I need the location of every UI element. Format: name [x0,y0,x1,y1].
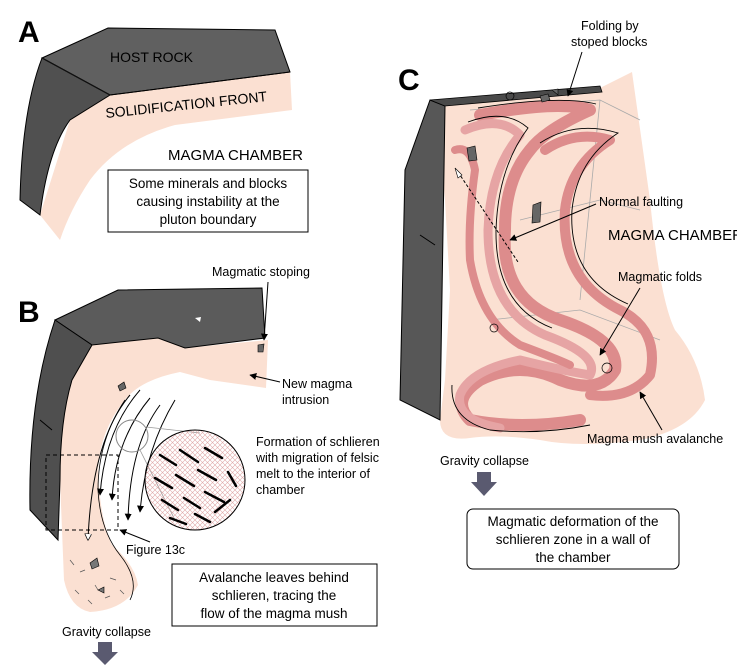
caption-a-line-1: Some minerals and blocks [129,176,288,191]
panel-c-letter: C [398,64,420,97]
caption-b-line-2: schlieren, tracing the [212,588,337,603]
schlieren-formation-line-4: chamber [256,483,305,497]
caption-a-line-2: causing instability at the [136,194,279,209]
panel-b-letter: B [18,296,40,329]
caption-c-line-2: schlieren zone in a wall of [496,532,651,547]
caption-a-line-3: pluton boundary [160,212,257,227]
panel-c: C [398,19,737,569]
caption-b-line-1: Avalanche leaves behind [199,570,349,585]
schlieren-formation-line-3: melt to the interior of [256,467,370,481]
panel-a: A HOST ROCK SOLIDIFICATION FRONT MAGMA C… [18,16,308,240]
host-rock-c-wall [400,100,445,420]
figure-ref-label: Figure 13c [126,543,185,557]
gravity-collapse-b-label: Gravity collapse [62,625,151,639]
new-magma-line-2: intrusion [282,393,329,407]
schlieren-zoom [145,430,245,530]
folding-line-2: stoped blocks [571,35,647,49]
panel-b: B [18,265,380,665]
folding-line-1: Folding by [581,19,639,33]
caption-c-line-1: Magmatic deformation of the [487,514,658,529]
host-rock-b-top [55,288,265,348]
panel-a-letter: A [18,16,40,49]
host-rock-label: HOST ROCK [110,49,194,65]
magmatic-stoping-label: Magmatic stoping [212,265,310,279]
schlieren-formation-line-1: Formation of schlieren [256,435,380,449]
gravity-arrow-b [92,642,118,665]
gravity-arrow-c [471,472,497,496]
gravity-collapse-c-label: Gravity collapse [440,454,529,468]
magma-chamber-c-label: MAGMA CHAMBER [608,227,737,244]
caption-c-line-3: the chamber [535,550,611,565]
avalanche-label: Magma mush avalanche [587,432,723,446]
caption-b-line-3: flow of the magma mush [200,606,347,621]
normal-faulting-label: Normal faulting [599,195,683,209]
magmatic-folds-label: Magmatic folds [618,270,702,284]
schlieren-formation-line-2: with migration of felsic [255,451,379,465]
new-magma-line-1: New magma [282,377,352,391]
magma-chamber-a-label: MAGMA CHAMBER [168,147,303,164]
